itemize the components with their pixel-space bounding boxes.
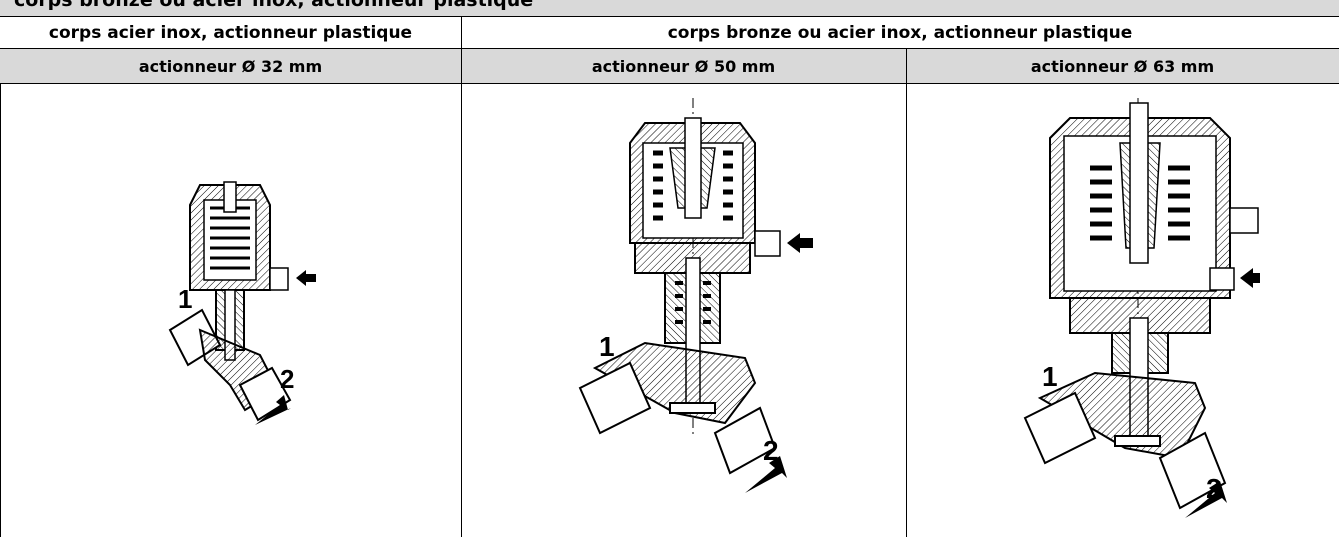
port-label-2: 2 <box>280 364 294 394</box>
group-header-stainless: corps acier inox, actionneur plastique <box>48 22 413 43</box>
column-header-32mm: actionneur Ø 32 mm <box>138 56 323 76</box>
column-divider-1 <box>461 17 462 537</box>
port-label-1: 1 <box>1042 361 1058 392</box>
column-header-63mm: actionneur Ø 63 mm <box>1030 56 1215 76</box>
port-label-1: 1 <box>599 331 615 362</box>
port-label-2: 2 <box>763 435 779 466</box>
valve-drawing-32mm: 1 2 <box>160 180 320 430</box>
valve-drawing-63mm: 1 2 <box>1020 98 1260 528</box>
clipped-caption-band: corps bronze ou acier inox, actionneur p… <box>0 0 1339 17</box>
actuator-header-row: actionneur Ø 32 mm actionneur Ø 50 mm ac… <box>0 49 1339 84</box>
valve-drawing-50mm: 1 2 <box>575 98 815 498</box>
group-header-row: corps acier inox, actionneur plastique c… <box>0 17 1339 49</box>
port-label-2: 2 <box>1206 473 1222 504</box>
group-header-bronze: corps bronze ou acier inox, actionneur p… <box>667 22 1133 43</box>
clipped-caption-text: corps bronze ou acier inox, actionneur p… <box>14 0 534 11</box>
column-divider-2 <box>906 49 907 537</box>
port-label-1: 1 <box>178 284 192 314</box>
table-left-border <box>0 0 1 537</box>
column-header-50mm: actionneur Ø 50 mm <box>591 56 776 76</box>
